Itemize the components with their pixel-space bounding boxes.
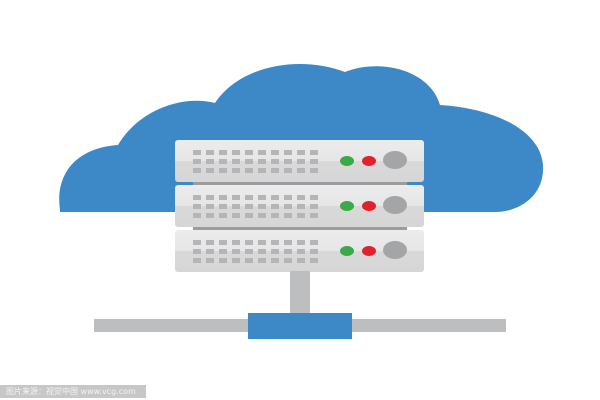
green-led-icon (340, 246, 354, 256)
vent-grille-icon (193, 150, 318, 173)
watermark: 图片来源：视觉中国 www.vcg.com (0, 385, 146, 398)
power-button-icon (383, 151, 407, 169)
green-led-icon (340, 201, 354, 211)
unit-shadow (193, 181, 407, 185)
power-button-icon (383, 241, 407, 259)
red-led-icon (362, 201, 376, 211)
server-unit-2 (175, 185, 424, 227)
green-led-icon (340, 156, 354, 166)
server-unit-3 (175, 230, 424, 272)
server-unit-1 (175, 140, 424, 182)
connector-stem (290, 271, 310, 316)
unit-shadow (193, 226, 407, 230)
vent-grille-icon (193, 240, 318, 263)
power-button-icon (383, 196, 407, 214)
vent-grille-icon (193, 195, 318, 218)
network-hub-icon (248, 313, 352, 339)
red-led-icon (362, 156, 376, 166)
red-led-icon (362, 246, 376, 256)
